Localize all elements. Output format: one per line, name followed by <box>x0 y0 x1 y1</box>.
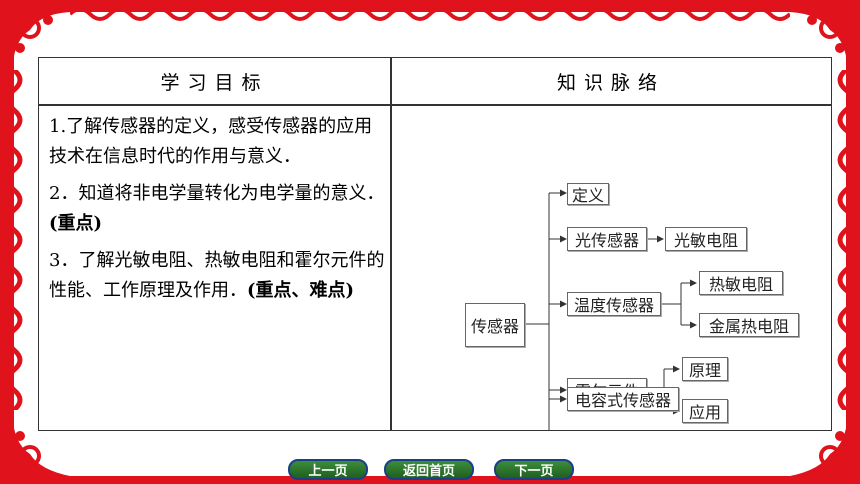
objective-emphasis: (重点) <box>49 213 103 234</box>
capacitive-connector <box>549 358 567 403</box>
mind-map-principle: 原理 <box>682 357 728 381</box>
header-knowledge-context: 知识脉络 <box>556 71 665 94</box>
home-page-button[interactable]: 返回首页 <box>384 459 474 480</box>
objective-text: 2．知道将非电学量转化为电学量的意义． <box>49 183 385 204</box>
header-learning-objectives: 学习目标 <box>160 71 269 94</box>
frame-top-lace <box>70 7 790 21</box>
next-page-label: 下一页 <box>514 464 554 479</box>
frame-right-band <box>846 0 860 484</box>
objective-item: 3．了解光敏电阻、热敏电阻和霍尔元件的性能、工作原理及作用．(重点、难点) <box>49 246 385 306</box>
frame-left-band <box>0 0 14 484</box>
objectives-list: 1.了解传感器的定义，感受传感器的应用技术在信息时代的作用与意义． 2．知道将非… <box>49 112 385 313</box>
objective-emphasis: (重点、难点) <box>247 280 355 301</box>
home-page-label: 返回首页 <box>402 464 455 479</box>
mind-map-definition: 定义 <box>567 183 609 205</box>
frame-right-lace <box>837 70 855 410</box>
mind-map-metal-thermo: 金属热电阻 <box>699 313 799 337</box>
mind-map-thermistor: 热敏电阻 <box>699 271 783 295</box>
column-divider <box>390 58 392 430</box>
mind-map-photoresistor: 光敏电阻 <box>665 227 747 251</box>
objective-text: 1.了解传感器的定义，感受传感器的应用技术在信息时代的作用与意义． <box>49 116 373 167</box>
knowledge-mind-map: 传感器 定义 光传感器 光敏电阻 温度传感器 热敏电阻 金属热电阻 霍尔元件 原… <box>391 105 831 430</box>
mind-map-application: 应用 <box>682 399 728 423</box>
next-page-button[interactable]: 下一页 <box>494 459 574 480</box>
prev-page-label: 上一页 <box>308 464 348 479</box>
objective-text: 3．了解光敏电阻、热敏电阻和霍尔元件的性能、工作原理及作用． <box>49 250 385 301</box>
objective-item: 2．知道将非电学量转化为电学量的意义． (重点) <box>49 179 385 239</box>
frame-top-band <box>0 0 860 12</box>
prev-page-button[interactable]: 上一页 <box>288 459 368 480</box>
objective-item: 1.了解传感器的定义，感受传感器的应用技术在信息时代的作用与意义． <box>49 112 385 172</box>
content-table: 学习目标 知识脉络 1.了解传感器的定义，感受传感器的应用技术在信息时代的作用与… <box>38 57 832 431</box>
frame-left-lace <box>5 70 23 410</box>
mind-map-capacitive-sensor: 电容式传感器 <box>567 387 679 411</box>
mind-map-temp-sensor: 温度传感器 <box>567 292 661 316</box>
mind-map-light-sensor: 光传感器 <box>567 227 647 251</box>
row-divider <box>39 104 831 106</box>
mind-map-root: 传感器 <box>465 303 525 347</box>
